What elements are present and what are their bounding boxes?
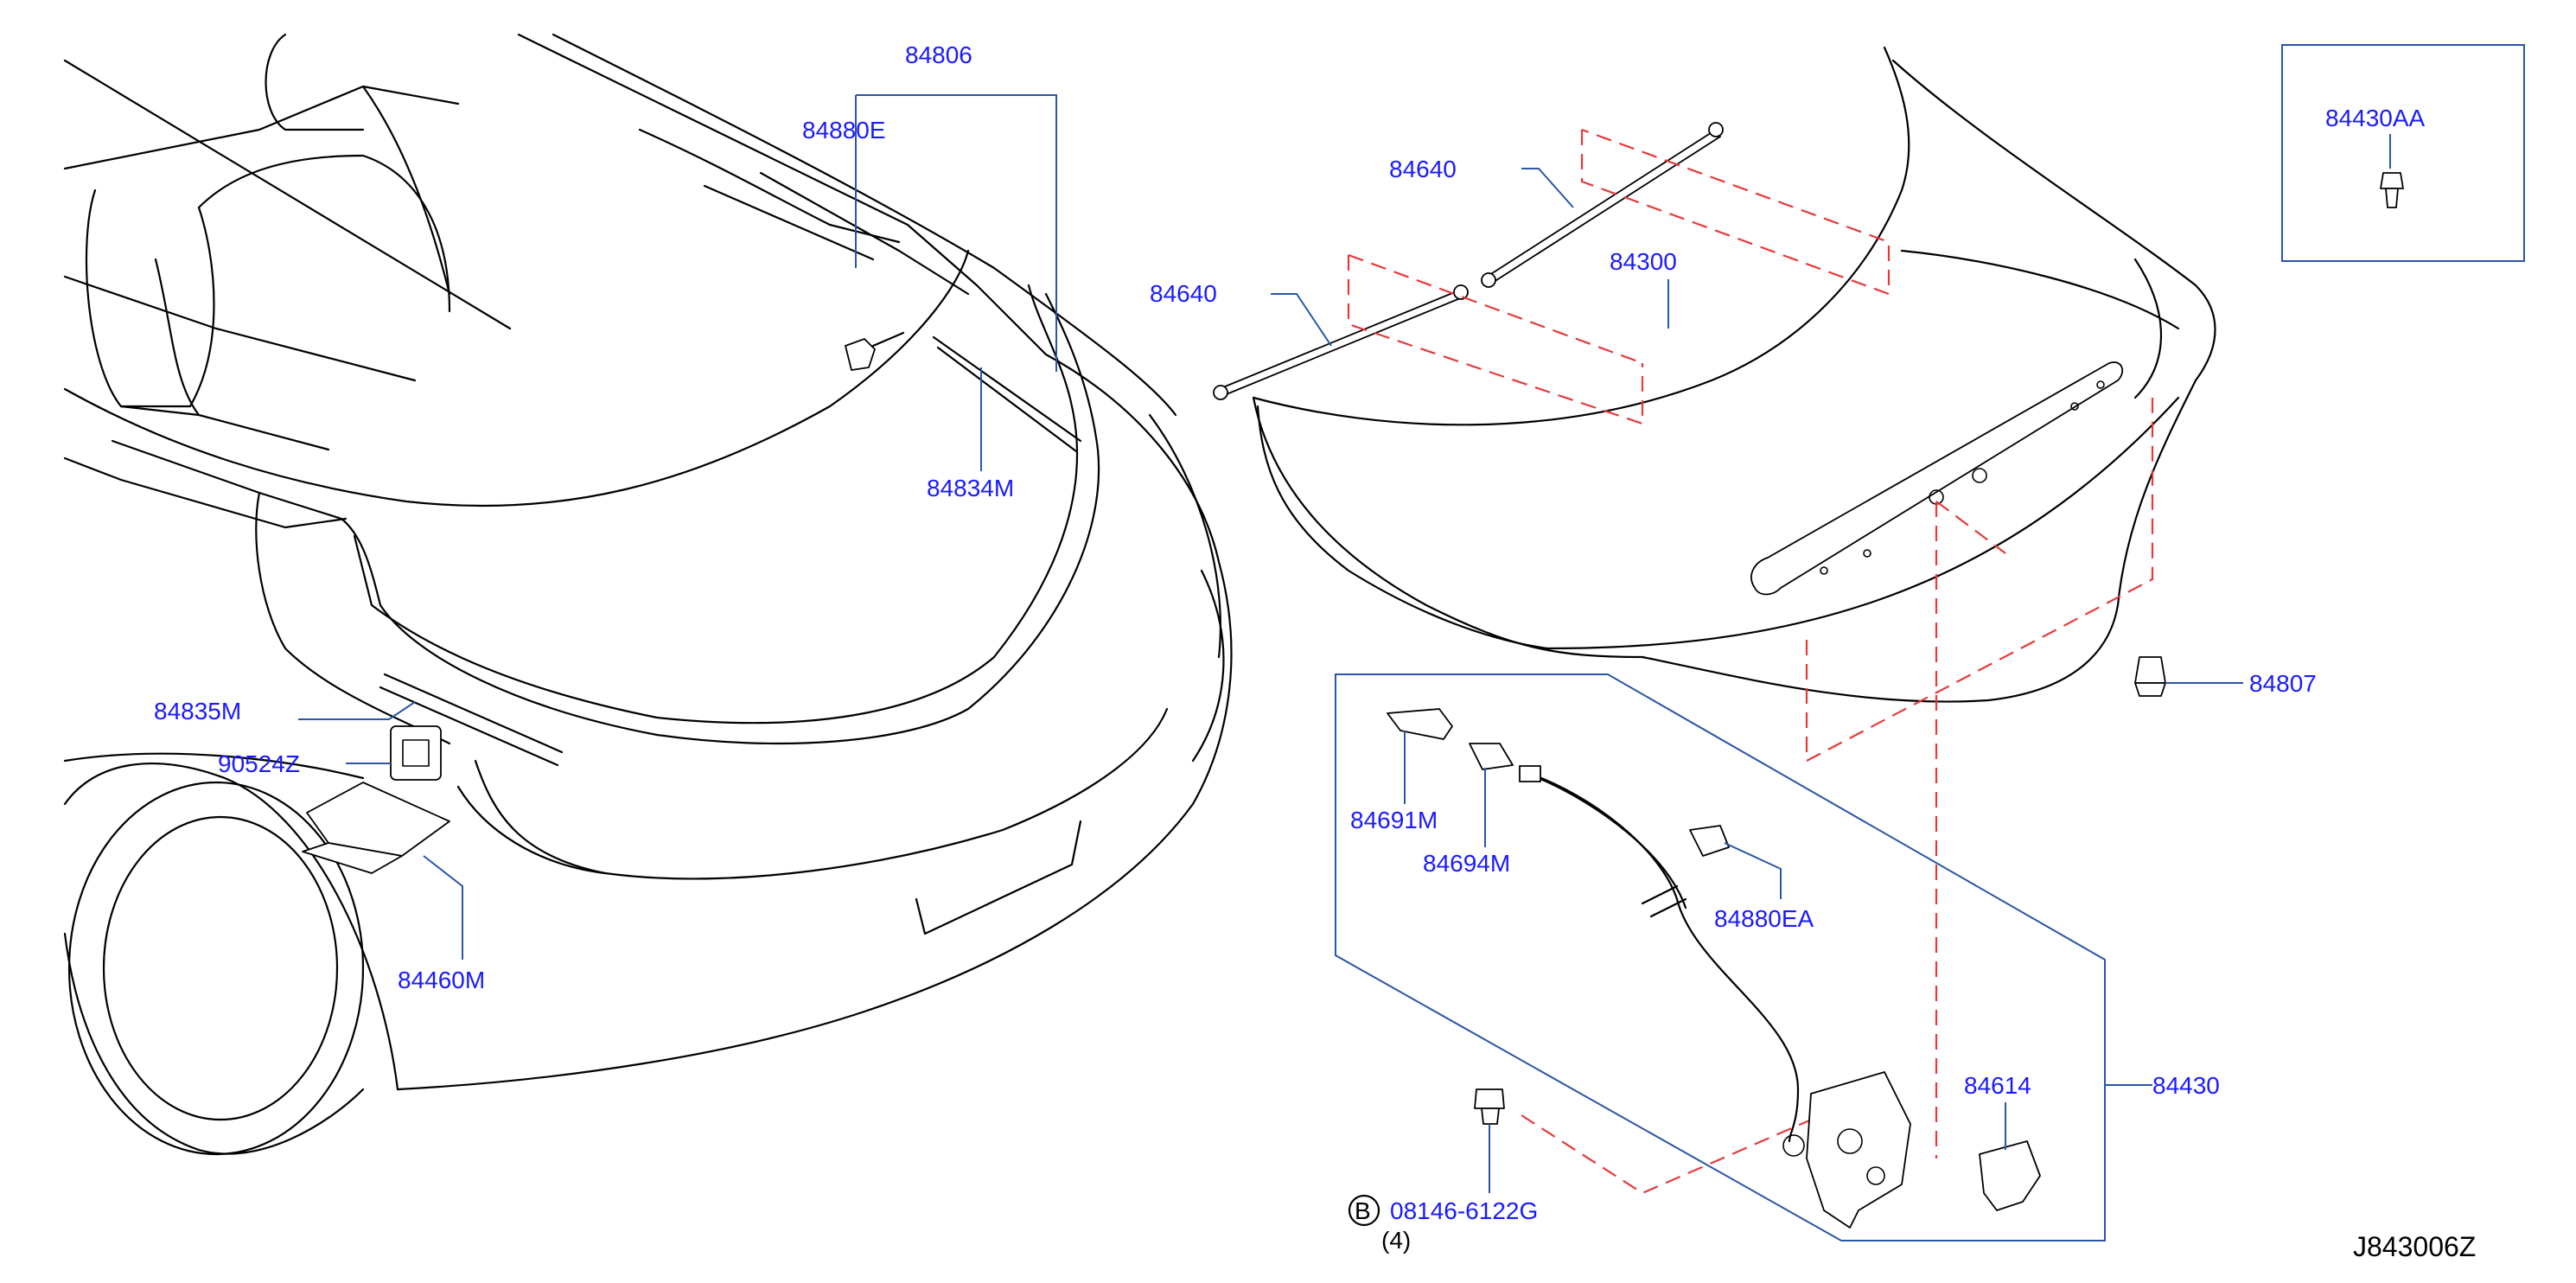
label-84807: 84807 <box>2249 670 2317 697</box>
weatherstrip-84834M <box>932 335 1082 453</box>
lock-assembly-outline <box>1335 673 2106 1242</box>
diagram-id: J843006Z <box>2353 1231 2476 1262</box>
bolt-symbol: B <box>1355 1197 1371 1224</box>
hidden-lines <box>1347 128 2154 1195</box>
striker-90524Z <box>390 725 442 781</box>
actuator-84880EA <box>1689 825 1730 857</box>
label-84460M: 84460M <box>398 967 485 993</box>
bolt-symbol-circle <box>1348 1194 1380 1227</box>
label-84880E: 84880E <box>802 117 886 144</box>
leader-lines <box>298 94 2391 1193</box>
label-84640-upper: 84640 <box>1389 156 1457 182</box>
bracket-84460M <box>302 782 450 874</box>
clip-84807 <box>2134 656 2166 697</box>
trunk-lock-84430 <box>1806 1071 1911 1229</box>
torsion-rod-upper-84640 <box>1481 122 1724 288</box>
label-84806: 84806 <box>905 41 972 68</box>
label-84300: 84300 <box>1610 248 1677 275</box>
cover-84614 <box>1979 1140 2041 1211</box>
trunk-lid-84300 <box>1252 46 2216 703</box>
label-84691M: 84691M <box>1350 807 1438 833</box>
cable-assembly <box>1519 765 1805 1157</box>
label-84430AA: 84430AA <box>2325 105 2426 131</box>
bolt-08146-6122G <box>1474 1088 1505 1125</box>
switch-84694M <box>1469 743 1514 770</box>
label-90524Z: 90524Z <box>218 750 300 777</box>
weatherstrip-84835M <box>379 673 564 767</box>
label-84694M: 84694M <box>1423 850 1510 877</box>
label-84640-lower: 84640 <box>1150 280 1217 307</box>
label-84614: 84614 <box>1964 1072 2031 1099</box>
label-84430: 84430 <box>2152 1072 2220 1099</box>
torsion-rod-lower-84640 <box>1213 284 1469 400</box>
handle-84691M <box>1387 708 1453 740</box>
clip-84880E <box>845 331 905 371</box>
label-08146-6122G: 08146-6122G <box>1390 1197 1538 1224</box>
label-84834M: 84834M <box>927 475 1014 501</box>
label-84880EA: 84880EA <box>1714 905 1814 932</box>
label-bolt-qty: (4) <box>1381 1227 1411 1254</box>
car-body-outline <box>63 33 1233 1156</box>
inset-84430AA <box>2281 44 2525 262</box>
label-84835M: 84835M <box>154 698 241 724</box>
